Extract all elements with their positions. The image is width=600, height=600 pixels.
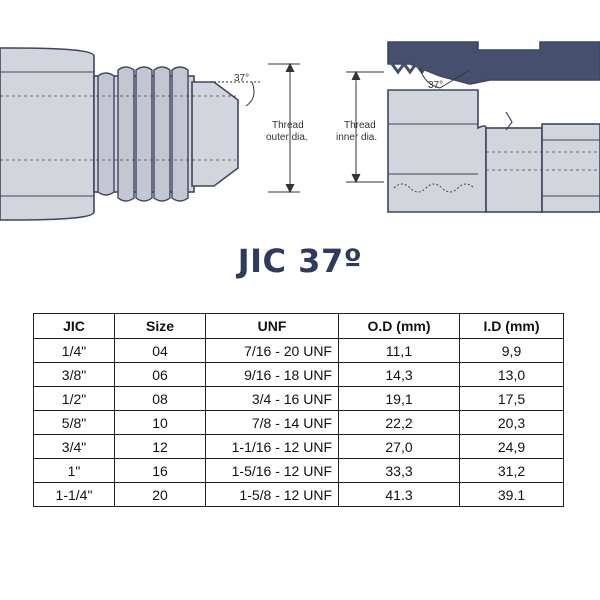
cell-id: 24,9: [459, 434, 564, 459]
cell-size: 08: [114, 386, 206, 411]
cell-size: 16: [114, 458, 206, 483]
header-unf: UNF: [205, 313, 339, 339]
cell-unf: 9/16 - 18 UNF: [205, 362, 339, 387]
cell-od: 33,3: [338, 458, 460, 483]
cell-jic: 3/8": [33, 362, 115, 387]
table-row: 1" 16 1-5/16 - 12 UNF 33,3 31,2: [33, 458, 564, 483]
cell-od: 22,2: [338, 410, 460, 435]
cell-id: 17,5: [459, 386, 564, 411]
female-dimension: [346, 67, 471, 184]
table-row: 3/4" 12 1-1/16 - 12 UNF 27,0 24,9: [33, 434, 564, 459]
female-nut-body: [387, 89, 487, 213]
cell-id: 9,9: [459, 338, 564, 363]
cell-size: 10: [114, 410, 206, 435]
cell-size: 20: [114, 482, 206, 507]
female-thread-teeth: [390, 61, 466, 75]
male-angle-label: 37°: [234, 73, 249, 84]
cell-od: 14,3: [338, 362, 460, 387]
header-od: O.D (mm): [338, 313, 460, 339]
fitting-diagram: 37° Thread outer dia. 37° Thread inner d…: [0, 41, 600, 221]
cell-od: 27,0: [338, 434, 460, 459]
cell-od: 19,1: [338, 386, 460, 411]
male-fitting: [0, 47, 239, 221]
page-title: JIC 37º: [237, 242, 363, 280]
table-row: 1/4" 04 7/16 - 20 UNF 11,1 9,9: [33, 338, 564, 363]
table-header-row: JIC Size UNF O.D (mm) I.D (mm): [33, 313, 564, 339]
male-thread-label-2: outer dia.: [266, 132, 308, 143]
header-size: Size: [114, 313, 206, 339]
female-tail-hex: [541, 123, 600, 213]
male-dimension: [214, 62, 300, 194]
female-thread-label-1: Thread: [344, 120, 376, 131]
cell-unf: 7/8 - 14 UNF: [205, 410, 339, 435]
female-fitting: [387, 41, 600, 213]
male-thread-teeth: [117, 66, 189, 202]
cell-od: 41.3: [338, 482, 460, 507]
cell-od: 11,1: [338, 338, 460, 363]
table-row: 1/2" 08 3/4 - 16 UNF 19,1 17,5: [33, 386, 564, 411]
male-hex-body: [0, 47, 95, 221]
cell-id: 13,0: [459, 362, 564, 387]
header-jic: JIC: [33, 313, 115, 339]
male-thread-label-1: Thread: [272, 120, 304, 131]
cell-jic: 1": [33, 458, 115, 483]
female-thread-label-2: inner dia.: [336, 132, 377, 143]
header-id: I.D (mm): [459, 313, 564, 339]
cell-jic: 5/8": [33, 410, 115, 435]
cell-jic: 1-1/4": [33, 482, 115, 507]
male-nose-cone: [191, 81, 239, 187]
cell-jic: 1/4": [33, 338, 115, 363]
cell-unf: 1-5/16 - 12 UNF: [205, 458, 339, 483]
cell-unf: 3/4 - 16 UNF: [205, 386, 339, 411]
cell-jic: 1/2": [33, 386, 115, 411]
cell-id: 20,3: [459, 410, 564, 435]
female-angle-label: 37°: [428, 80, 443, 91]
cell-unf: 1-5/8 - 12 UNF: [205, 482, 339, 507]
cell-unf: 1-1/16 - 12 UNF: [205, 434, 339, 459]
cell-size: 06: [114, 362, 206, 387]
cell-id: 31,2: [459, 458, 564, 483]
table-row: 5/8" 10 7/8 - 14 UNF 22,2 20,3: [33, 410, 564, 435]
table-row: 3/8" 06 9/16 - 18 UNF 14,3 13,0: [33, 362, 564, 387]
cell-unf: 7/16 - 20 UNF: [205, 338, 339, 363]
cell-size: 04: [114, 338, 206, 363]
table-row: 1-1/4" 20 1-5/8 - 12 UNF 41.3 39.1: [33, 482, 564, 507]
jic-spec-table: JIC Size UNF O.D (mm) I.D (mm) 1/4" 04 7…: [33, 313, 564, 507]
female-nut-section: [387, 41, 600, 85]
cell-id: 39.1: [459, 482, 564, 507]
cell-jic: 3/4": [33, 434, 115, 459]
cell-size: 12: [114, 434, 206, 459]
